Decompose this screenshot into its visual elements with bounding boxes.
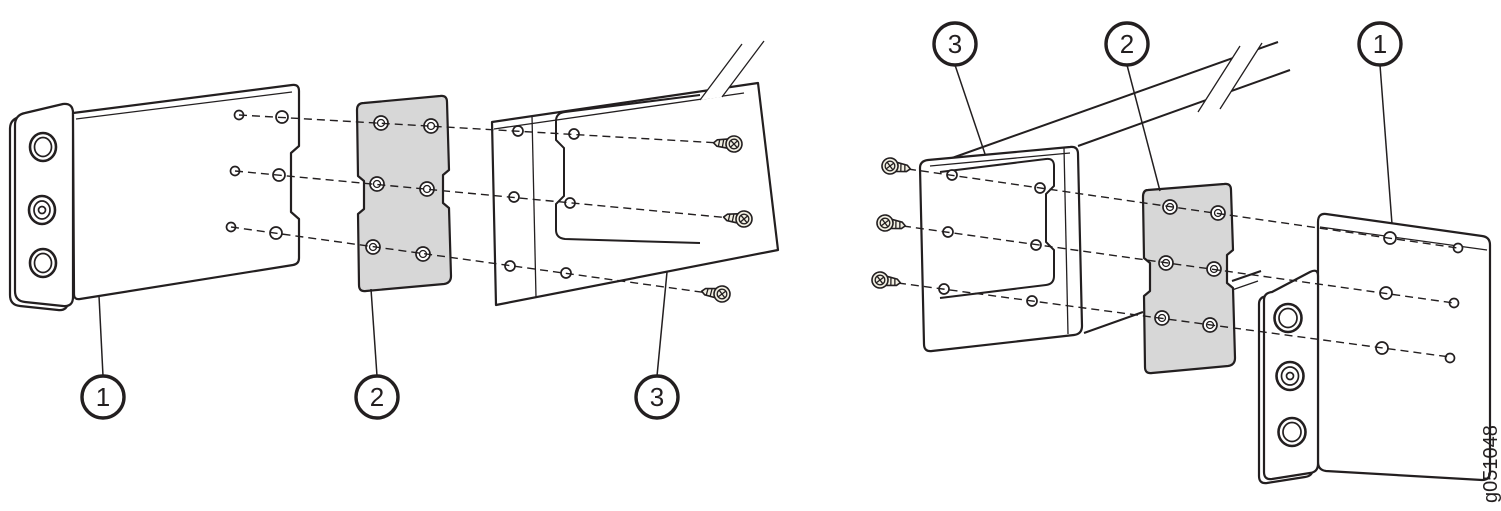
left-mounting-rail [490, 40, 780, 307]
callout-number: 1 [1373, 29, 1387, 59]
callout-leader [98, 295, 104, 377]
left-callout-3: 3 [634, 271, 680, 420]
rail-face [490, 81, 780, 307]
callout-number: 3 [948, 29, 962, 59]
screw-icon [875, 213, 908, 235]
rail-channel-profile [939, 157, 1055, 299]
left-spacer [355, 94, 453, 293]
rail-break-gap [700, 41, 764, 100]
rail-plate-face [918, 145, 1084, 353]
alignment-line-middle [234, 170, 731, 219]
right-mounting-rail-plate [918, 145, 1084, 353]
right-callout-1: 1 [1357, 21, 1403, 225]
callout-leader [1126, 64, 1161, 192]
callout-number: 2 [1120, 29, 1134, 59]
rail-channel-profile [555, 94, 701, 244]
callout-leader [370, 288, 378, 377]
spacer-holes [365, 115, 439, 262]
rail-break-marks [1197, 42, 1263, 113]
bracket-plate-fold-line [75, 91, 293, 120]
left-alignment-lines [230, 114, 731, 294]
callout-circle [354, 374, 400, 420]
callout-circle [634, 374, 680, 420]
right-alignment-lines [897, 168, 1459, 358]
callout-leader [1379, 64, 1393, 225]
left-assembly: 1 2 3 [8, 40, 780, 420]
callout-circle [80, 374, 126, 420]
screw-icon [699, 282, 732, 304]
callout-number: 2 [370, 382, 384, 412]
callout-circle [932, 21, 978, 67]
rail-break-gap [1198, 43, 1262, 112]
rail-body-top-edge [951, 41, 1279, 159]
right-front-bracket [1257, 212, 1492, 485]
rail-plate-bend-line [1063, 147, 1069, 335]
alignment-line-bottom [230, 226, 709, 294]
right-spacer [1141, 182, 1237, 375]
bracket-flange-holes [27, 131, 58, 279]
right-rail-body [951, 41, 1291, 334]
screw-icon [880, 156, 913, 178]
left-callout-2: 2 [354, 288, 400, 420]
spacer-plate [355, 94, 453, 293]
bracket-flange-holes [1273, 302, 1307, 448]
rail-body-bottom-edge [1077, 69, 1291, 147]
rail-body-hidden-segment [1083, 311, 1144, 334]
right-screws [870, 156, 913, 292]
callout-number: 3 [650, 382, 664, 412]
alignment-line-bottom [897, 282, 1451, 358]
rail-plate-fold-line [929, 152, 1071, 167]
left-front-bracket [8, 83, 301, 312]
callout-number: 1 [96, 382, 110, 412]
spacer-holes [1154, 199, 1226, 333]
callout-leader [656, 271, 668, 377]
right-assembly: 3 2 1 [870, 21, 1492, 485]
screw-icon [870, 270, 903, 292]
callout-circle [1357, 21, 1403, 67]
alignment-line-top [907, 168, 1459, 249]
rail-bend-line [531, 115, 537, 298]
figure-code: g051048 [1480, 425, 1501, 503]
right-callout-3: 3 [932, 21, 986, 155]
left-callout-1: 1 [80, 295, 126, 420]
bracket-plate-face [1316, 212, 1492, 482]
rail-body-emerging-segment [1231, 270, 1262, 282]
right-callout-2: 2 [1104, 21, 1161, 192]
callout-leader [954, 64, 986, 155]
rail-break-marks [699, 40, 765, 101]
alignment-line-middle [902, 225, 1455, 304]
alignment-line-top [238, 114, 721, 144]
bracket-plate-face [71, 83, 301, 301]
callout-circle [1104, 21, 1150, 67]
rail-body-thickness-segment [1231, 280, 1259, 291]
